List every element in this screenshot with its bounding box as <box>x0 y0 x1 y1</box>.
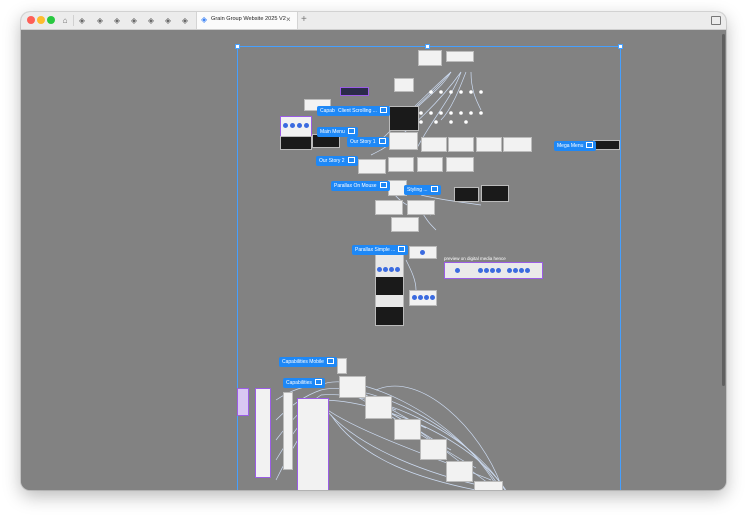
zoom-window-button[interactable] <box>47 16 55 24</box>
title-bar: ⌂ ◈ ◈ ◈ ◈ ◈ ◈ ◈ ◈ Grain Group Website 20… <box>21 12 726 30</box>
frame-thumbnail[interactable] <box>389 132 418 150</box>
frame-thumbnail[interactable] <box>421 137 447 152</box>
tab-file-icon[interactable]: ◈ <box>130 16 138 25</box>
selection-border-left <box>237 46 238 490</box>
frame-thumbnail[interactable] <box>420 439 447 460</box>
chip-main-menu[interactable]: Main Menu <box>317 127 358 137</box>
digital-media-group[interactable] <box>444 262 543 279</box>
app-window: ⌂ ◈ ◈ ◈ ◈ ◈ ◈ ◈ ◈ Grain Group Website 20… <box>21 12 726 490</box>
chip-capabilities[interactable]: Capab <box>317 106 338 116</box>
tab-file-icon[interactable]: ◈ <box>164 16 172 25</box>
selection-handle[interactable] <box>425 44 430 49</box>
chip-parallax-simple[interactable]: Parallax Simple ... <box>352 245 409 255</box>
frame-thumbnail[interactable] <box>418 50 442 66</box>
frame-thumbnail[interactable] <box>337 358 347 374</box>
frame-thumbnail[interactable] <box>448 137 474 152</box>
frame-thumbnail[interactable] <box>394 419 421 440</box>
chip-mega-menu[interactable]: Mega Menu <box>554 141 597 151</box>
new-tab-button[interactable]: + <box>301 14 307 25</box>
frame-thumbnail[interactable] <box>474 481 503 490</box>
frame-thumbnail[interactable] <box>358 159 386 174</box>
tab-active[interactable]: ◈ Grain Group Website 2025 V2 × <box>196 12 298 29</box>
frame-thumbnail[interactable] <box>446 157 474 172</box>
frame-thumbnail[interactable] <box>409 290 437 306</box>
design-canvas[interactable]: preview on digital media hence Capab Cli… <box>21 30 726 490</box>
frame-group[interactable] <box>297 398 329 490</box>
frame-thumbnail[interactable] <box>389 106 419 131</box>
frame-group[interactable] <box>255 388 271 478</box>
figma-file-icon: ◈ <box>201 15 208 24</box>
tab-file-icon[interactable]: ◈ <box>181 16 189 25</box>
frame-thumbnail[interactable] <box>339 376 366 398</box>
tab-file-icon[interactable]: ◈ <box>113 16 121 25</box>
chip-our-story-2[interactable]: Our Story 2 <box>316 156 358 166</box>
frame-group[interactable] <box>280 116 312 138</box>
close-tab-icon[interactable]: × <box>286 15 291 24</box>
frame-thumbnail[interactable] <box>388 157 414 172</box>
digital-media-note: preview on digital media hence <box>444 256 506 261</box>
chip-capabilities-mobile[interactable]: Capabilities Mobile <box>279 357 337 367</box>
tab-file-icon[interactable]: ◈ <box>96 16 104 25</box>
frame-group[interactable] <box>237 388 249 416</box>
frame-thumbnail[interactable] <box>417 157 443 172</box>
tab-divider <box>73 15 74 26</box>
chip-our-story-1[interactable]: Our Story 1 <box>347 137 389 147</box>
frame-thumbnail[interactable] <box>365 396 392 419</box>
selection-border-right <box>620 46 621 490</box>
frame-thumbnail[interactable] <box>454 187 479 202</box>
minimize-window-button[interactable] <box>37 16 45 24</box>
chip-capabilities-2[interactable]: Capabilities <box>283 378 325 388</box>
frame-thumbnail[interactable] <box>391 217 419 232</box>
frame-thumbnail[interactable] <box>375 200 403 215</box>
frame-thumbnail[interactable] <box>280 136 312 150</box>
frame-thumbnail[interactable] <box>407 200 435 215</box>
frame-tall[interactable] <box>375 254 404 326</box>
selection-handle[interactable] <box>235 44 240 49</box>
frame-thumbnail[interactable] <box>593 140 620 150</box>
selection-handle[interactable] <box>618 44 623 49</box>
frame-thumbnail[interactable] <box>394 78 414 92</box>
frame-thumbnail[interactable] <box>481 185 509 202</box>
home-icon[interactable]: ⌂ <box>62 16 68 25</box>
close-window-button[interactable] <box>27 16 35 24</box>
frame-thumbnail[interactable] <box>476 137 502 152</box>
chip-parallax-mouse[interactable]: Parallax On Mouse <box>331 181 390 191</box>
frame-thumbnail[interactable] <box>409 246 437 259</box>
frame-tall[interactable] <box>283 392 293 470</box>
active-tab-title: Grain Group Website 2025 V2 <box>211 16 286 22</box>
frame-thumbnail[interactable] <box>340 87 369 96</box>
chip-styling[interactable]: Styling ... <box>404 185 441 195</box>
frame-thumbnail[interactable] <box>446 51 474 62</box>
tab-file-icon[interactable]: ◈ <box>147 16 155 25</box>
frame-thumbnail[interactable] <box>446 461 473 482</box>
vertical-scrollbar[interactable] <box>722 34 725 386</box>
frame-thumbnail[interactable] <box>503 137 532 152</box>
sidebar-toggle-icon[interactable] <box>711 16 721 25</box>
chip-client-scrolling[interactable]: Client Scrolling ... <box>335 106 390 116</box>
tab-file-icon[interactable]: ◈ <box>78 16 86 25</box>
